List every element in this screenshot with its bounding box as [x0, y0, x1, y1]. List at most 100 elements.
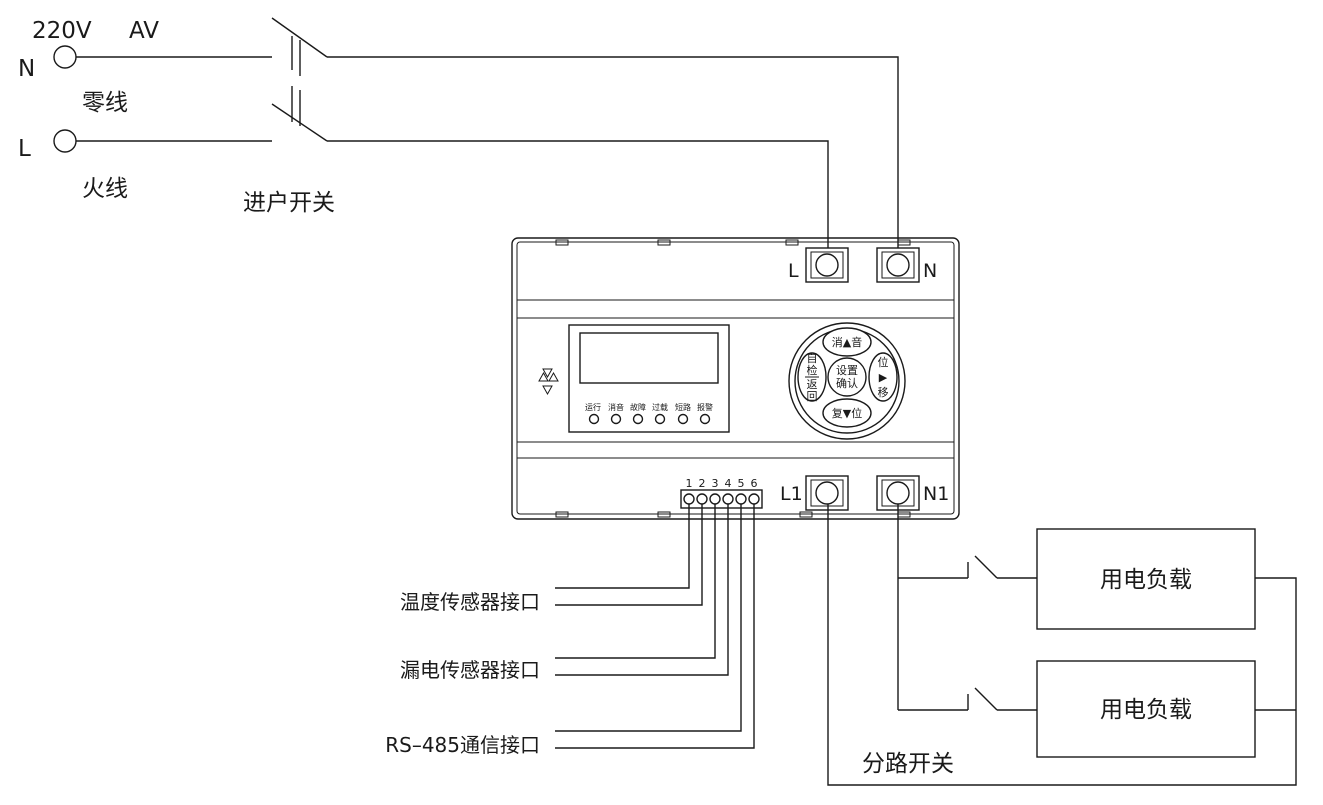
- main-switch: 进户开关: [76, 17, 899, 254]
- clip-top-4: [897, 239, 911, 246]
- load-box-2: [1036, 660, 1256, 758]
- key-selftest-char-2: 检: [807, 363, 818, 377]
- branch-switch-label: 分路开关: [862, 751, 954, 777]
- indicator-labels: 运行 消音 故障 过载 短路 报警: [585, 402, 713, 412]
- port-3: [709, 493, 721, 505]
- indicator-label-overload: 过载: [652, 402, 668, 412]
- lcd-screen: [579, 332, 719, 384]
- wire-port-6: [555, 504, 755, 749]
- rs485-interface-label: RS–485通信接口: [385, 733, 540, 757]
- port-number-5: 5: [738, 477, 745, 490]
- indicator-label-run: 运行: [585, 402, 601, 412]
- port-number-3: 3: [712, 477, 719, 490]
- port-6: [748, 493, 760, 505]
- indicator-label-alarm: 报警: [697, 402, 713, 412]
- load-2-label: 用电负载: [1100, 697, 1192, 723]
- indicator-label-fault: 故障: [630, 402, 646, 412]
- port-1: [683, 493, 695, 505]
- clip-top-2: [657, 239, 671, 246]
- port-strip: 1 2 3 4 5 6: [680, 477, 763, 509]
- terminal-L1-screw: [815, 481, 839, 505]
- neutral-wire-to-device: [327, 56, 899, 254]
- key-reset[interactable]: [822, 398, 872, 428]
- key-selftest-char-1: 自: [807, 352, 818, 365]
- port-number-4: 4: [725, 477, 732, 490]
- branch-1-switch-blade: [974, 555, 998, 579]
- led-overload: [654, 413, 666, 425]
- key-shift[interactable]: [868, 352, 898, 402]
- terminal-L-screw: [815, 253, 839, 277]
- terminal-N-label: N: [923, 260, 937, 282]
- key-mute[interactable]: [822, 327, 872, 357]
- neutral-switch-blade: [271, 17, 328, 58]
- neutral-label: 零线: [82, 90, 128, 116]
- keypad: 消▲音 复▼位 自 检 返 回 位 ▶ 移 设置 确认: [788, 322, 906, 440]
- terminal-N1-screw: [886, 481, 910, 505]
- main-switch-label: 进户开关: [243, 190, 335, 216]
- clip-bottom-3: [799, 511, 813, 518]
- wire-port-5: [555, 504, 742, 732]
- live-source-terminal: [53, 129, 77, 153]
- terminal-L-label: L: [788, 260, 799, 282]
- live-label: 火线: [82, 176, 128, 202]
- power-source: 220V AV N 零线 L 火线: [18, 18, 159, 202]
- vent-icon: [538, 368, 559, 396]
- key-confirm[interactable]: [827, 357, 867, 397]
- clip-top-3: [785, 239, 799, 246]
- led-short: [677, 413, 689, 425]
- led-fault: [632, 413, 644, 425]
- wire-port-3: [555, 504, 716, 659]
- key-shift-arrow: ▶: [879, 371, 888, 384]
- source-voltage: 220V: [32, 18, 92, 44]
- key-shift-char-1: 位: [878, 355, 889, 369]
- port-number-6: 6: [751, 477, 758, 490]
- leakage-sensor-interface-label: 漏电传感器接口: [400, 658, 540, 682]
- port-number-1: 1: [686, 477, 693, 490]
- device-inner-frame: [516, 241, 955, 515]
- key-shift-char-2: 移: [878, 386, 889, 399]
- key-selftest-char-3: 返: [807, 378, 818, 391]
- source-type: AV: [129, 18, 159, 44]
- return-wire-to-l1: [827, 504, 1297, 786]
- interface-wiring: 温度传感器接口 漏电传感器接口 RS–485通信接口: [385, 504, 755, 757]
- branch-circuits: 用电负载 用电负载 分路开关: [827, 504, 1297, 786]
- port-5: [735, 493, 747, 505]
- terminal-L1-inner: [810, 479, 844, 507]
- key-selftest-char-4: 回: [807, 390, 818, 403]
- protection-device: L N L1 N1 运行 消音 故障 过载 短路: [511, 237, 960, 520]
- wire-port-2: [555, 504, 703, 606]
- led-alarm: [699, 413, 711, 425]
- wire-port-4: [555, 504, 729, 676]
- load-1-label: 用电负载: [1100, 567, 1192, 593]
- key-reset-label: 复▼位: [832, 406, 862, 420]
- led-run: [588, 413, 600, 425]
- led-mute: [610, 413, 622, 425]
- branch-2-switch-blade: [974, 687, 998, 711]
- indicator-leds: [588, 413, 711, 425]
- load-box-1: [1036, 528, 1256, 630]
- port-2: [696, 493, 708, 505]
- clip-bottom-1: [555, 511, 569, 518]
- terminal-N-screw: [886, 253, 910, 277]
- terminal-N-inner: [881, 251, 915, 279]
- temperature-sensor-interface-label: 温度传感器接口: [400, 590, 540, 614]
- wire-port-1: [555, 504, 690, 589]
- key-confirm-line-1: 设置: [836, 364, 858, 377]
- indicator-label-short: 短路: [675, 402, 691, 412]
- terminal-N1-label: N1: [923, 483, 949, 505]
- terminal-L-inner: [810, 251, 844, 279]
- neutral-source-terminal: [53, 45, 77, 69]
- port-4: [722, 493, 734, 505]
- clip-bottom-2: [657, 511, 671, 518]
- indicator-label-mute: 消音: [608, 402, 624, 412]
- live-terminal-label: L: [18, 136, 31, 162]
- key-confirm-line-2: 确认: [836, 377, 858, 390]
- neutral-terminal-label: N: [18, 56, 35, 82]
- device-outer-frame: [511, 237, 960, 520]
- port-number-2: 2: [699, 477, 706, 490]
- live-wire-to-device: [327, 140, 829, 254]
- key-mute-label: 消▲音: [832, 335, 862, 349]
- clip-top-1: [555, 239, 569, 246]
- terminal-L1-label: L1: [780, 483, 803, 505]
